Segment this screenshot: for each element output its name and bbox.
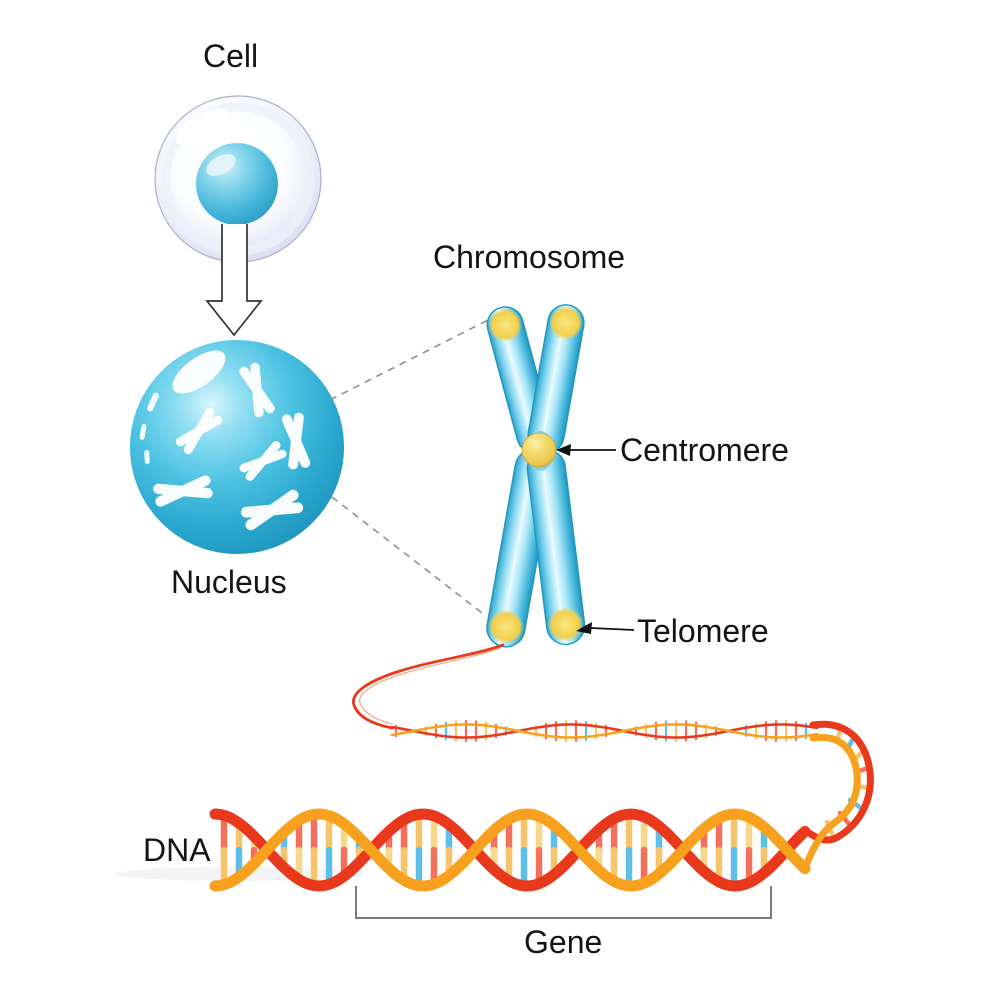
dna-helix-main: [209, 808, 811, 892]
chromosome-arm-bottom-right: [526, 448, 586, 646]
label-gene: Gene: [524, 924, 603, 960]
telomere-tip: [488, 307, 523, 342]
chromatin-thread-inner: [359, 647, 501, 725]
chromatin-thread: [352, 643, 505, 730]
cell-to-nucleus-arrow-icon: [205, 224, 263, 337]
dna-strand-thin: [390, 719, 819, 743]
nucleus-illustration: [130, 340, 344, 554]
nucleus-sphere: [130, 340, 344, 554]
centromere-arrow-icon: [556, 444, 616, 456]
dna-loop-strand-red: [802, 720, 874, 844]
zoom-guide-line-bottom: [331, 496, 487, 617]
label-cell: Cell: [203, 38, 259, 74]
cell-nucleus: [196, 143, 278, 225]
label-nucleus: Nucleus: [171, 564, 287, 600]
label-dna: DNA: [143, 832, 211, 868]
dna-strand-red: [209, 808, 811, 892]
cell-highlight: [176, 108, 230, 146]
dna-loop-strand-orange: [801, 733, 861, 872]
chromosome-illustration: [486, 304, 586, 648]
zoom-guide-line-top: [329, 317, 493, 401]
dna-loop: [801, 720, 874, 872]
telomere-arrow-icon: [576, 622, 635, 634]
telomere-tip: [488, 609, 525, 644]
telomere-tip: [547, 607, 584, 642]
dna-illustration: [115, 643, 874, 892]
dna-strand-orange: [209, 808, 811, 892]
dna-strand-orange: [390, 723, 819, 739]
dna-strand-red: [390, 723, 819, 739]
label-chromosome: Chromosome: [433, 239, 626, 275]
telomere-tip: [548, 305, 583, 340]
gene-bracket: [355, 886, 772, 919]
nucleus-highlight: [172, 350, 226, 394]
label-centromere: Centromere: [620, 432, 789, 468]
centromere-ball: [521, 432, 557, 468]
nucleus-edge-dashes: [139, 392, 159, 464]
chromosome-arm-top-right: [527, 304, 585, 454]
zoom-guide-lines: [329, 317, 493, 617]
cell-nucleus-highlight: [206, 154, 236, 176]
label-telomere: Telomere: [637, 613, 769, 649]
